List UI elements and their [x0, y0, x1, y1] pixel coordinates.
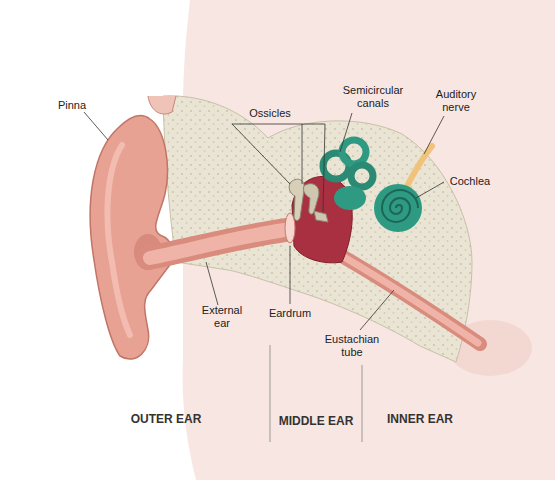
part-label: Ossicles	[249, 107, 291, 120]
section-divider	[362, 365, 363, 442]
leader-line	[232, 124, 325, 125]
part-label: Eustachian tube	[320, 333, 384, 358]
eustachian-tube-shape	[335, 252, 480, 344]
leader-line	[416, 182, 444, 198]
leader-line	[323, 124, 325, 212]
part-label: Auditory nerve	[426, 88, 486, 113]
ear-canal	[148, 230, 286, 258]
vestibule	[334, 186, 366, 210]
part-label: Pinna	[58, 99, 86, 112]
part-label: Cochlea	[450, 175, 490, 188]
part-label: Eardrum	[269, 307, 311, 320]
leader-line	[302, 124, 303, 184]
part-label: External ear	[195, 304, 250, 329]
leader-line	[84, 112, 108, 140]
leader-lines	[84, 112, 444, 330]
leader-line	[232, 124, 290, 184]
leader-line	[340, 113, 352, 152]
incus	[303, 184, 318, 214]
eardrum-shape	[285, 213, 295, 243]
leader-line	[424, 116, 444, 154]
section-divider	[270, 345, 271, 442]
leader-line	[360, 290, 394, 330]
eustachian-tube-inner	[337, 253, 478, 343]
auditory-nerve-shape	[404, 146, 432, 192]
section-label: OUTER EAR	[131, 413, 202, 427]
canal-loop	[351, 165, 373, 187]
section-label: INNER EAR	[387, 413, 453, 427]
pinna-fold	[107, 145, 130, 335]
ear-canal-inner	[150, 230, 284, 258]
part-label: Semicircular canals	[333, 84, 413, 109]
cochlea-shape	[374, 184, 422, 232]
canal-loop	[342, 140, 366, 164]
malleus	[289, 179, 304, 220]
section-label: MIDDLE EAR	[279, 415, 354, 429]
leader-line	[206, 262, 218, 305]
cochlea-spiral	[382, 190, 418, 222]
pinna-shape	[90, 116, 172, 360]
stapes	[314, 211, 328, 222]
leader-line	[290, 246, 291, 304]
skin-fold	[148, 96, 176, 114]
temporal-bone	[163, 96, 472, 362]
